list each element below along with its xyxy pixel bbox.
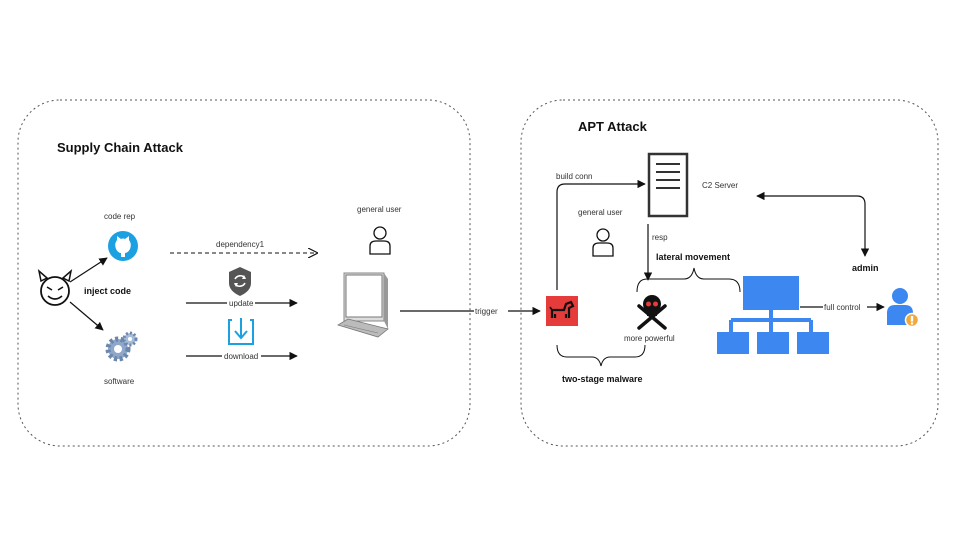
apt-group [520,99,939,447]
admin-label: admin [852,263,879,273]
inject-code-label: inject code [84,286,131,296]
shield-update-icon [229,267,251,296]
arrow-devil-to-software [69,301,104,331]
trigger-label-bg [474,305,508,316]
general-user-label-right: general user [578,208,623,217]
lateral-movement-brace [636,267,741,293]
download-label-bg [222,351,261,361]
general-user-label-left: general user [357,205,402,214]
build-conn-label: build conn [556,172,592,181]
full-control-label-bg [823,302,867,312]
two-stage-label: two-stage malware [562,374,643,384]
resp-label: resp [652,233,668,242]
admin-icon [887,288,920,328]
arrow-devil-to-github [69,257,108,283]
user-icon [369,226,391,255]
network-icon [717,276,829,354]
supply-chain-group [17,99,471,447]
more-powerful-label: more powerful [624,334,675,343]
lateral-movement-label: lateral movement [656,252,730,262]
devil-icon [37,268,73,306]
build-conn-arrow [556,179,646,290]
dependency-label: dependency1 [216,240,265,249]
update-label: update [229,299,254,308]
c2-admin-arrow [756,191,870,257]
full-control-label: full control [824,303,861,312]
download-icon [228,318,254,345]
c2-server-label: C2 Server [702,181,738,190]
download-label: download [224,352,258,361]
update-label-bg [227,298,255,308]
code-rep-label: code rep [104,212,136,221]
computer-icon [337,272,389,338]
server-icon [647,152,689,218]
apt-title: APT Attack [578,119,648,134]
two-stage-brace [556,344,646,367]
skull-icon [637,295,667,330]
supply-chain-title: Supply Chain Attack [57,140,184,155]
software-label: software [104,377,135,386]
trojan-horse-icon [546,296,578,326]
gear-icon [105,331,138,362]
user-icon [592,228,614,257]
trigger-label: trigger [475,307,498,316]
github-icon [108,231,138,261]
